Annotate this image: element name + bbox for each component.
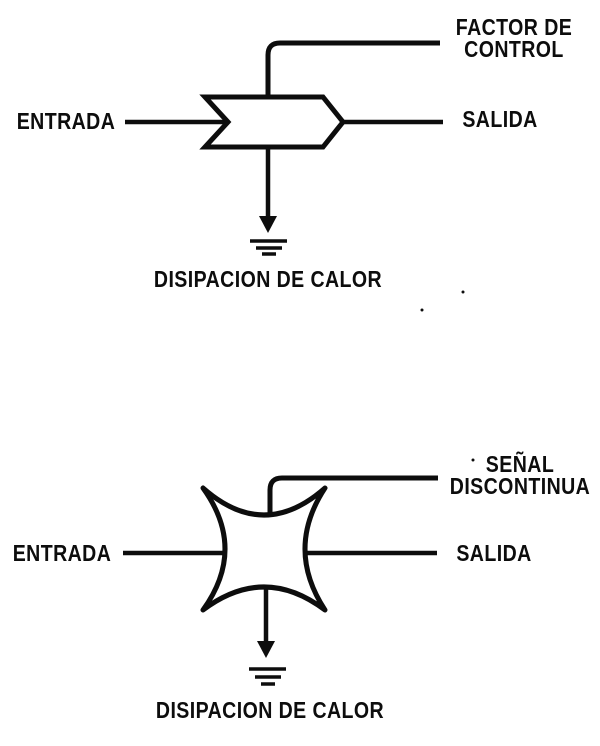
down-arrowhead-icon (257, 641, 275, 658)
scan-specks (420, 290, 475, 462)
top-dissipation-label: DISIPACION DE CALOR (153, 266, 383, 292)
concave-square-symbol (200, 485, 328, 613)
bottom-signal-label: SEÑAL DISCONTINUA (449, 451, 591, 499)
bottom-output-label: SALIDA (456, 540, 532, 566)
control-factor-line (265, 40, 440, 100)
signal-line (267, 475, 438, 517)
top-control-label-line2: CONTROL (464, 36, 564, 62)
ground-icon (249, 667, 286, 686)
chevron-symbol (199, 94, 347, 150)
top-control-label: FACTOR DE CONTROL (455, 14, 573, 62)
down-arrowhead-icon (259, 216, 277, 233)
bottom-symbol-group (123, 475, 438, 686)
bottom-dissipation-label: DISIPACION DE CALOR (155, 697, 385, 723)
ground-icon (250, 239, 287, 256)
top-control-label-line1: FACTOR DE (455, 14, 573, 40)
bottom-signal-label-line2: DISCONTINUA (449, 473, 591, 499)
top-symbol-group (125, 40, 443, 256)
top-output-label: SALIDA (462, 106, 538, 132)
speck (471, 458, 475, 462)
bottom-signal-label-line1: SEÑAL (485, 451, 555, 477)
top-input-label: ENTRADA (16, 108, 116, 134)
speck (420, 308, 424, 312)
bottom-input-label: ENTRADA (12, 540, 112, 566)
speck (461, 290, 465, 294)
